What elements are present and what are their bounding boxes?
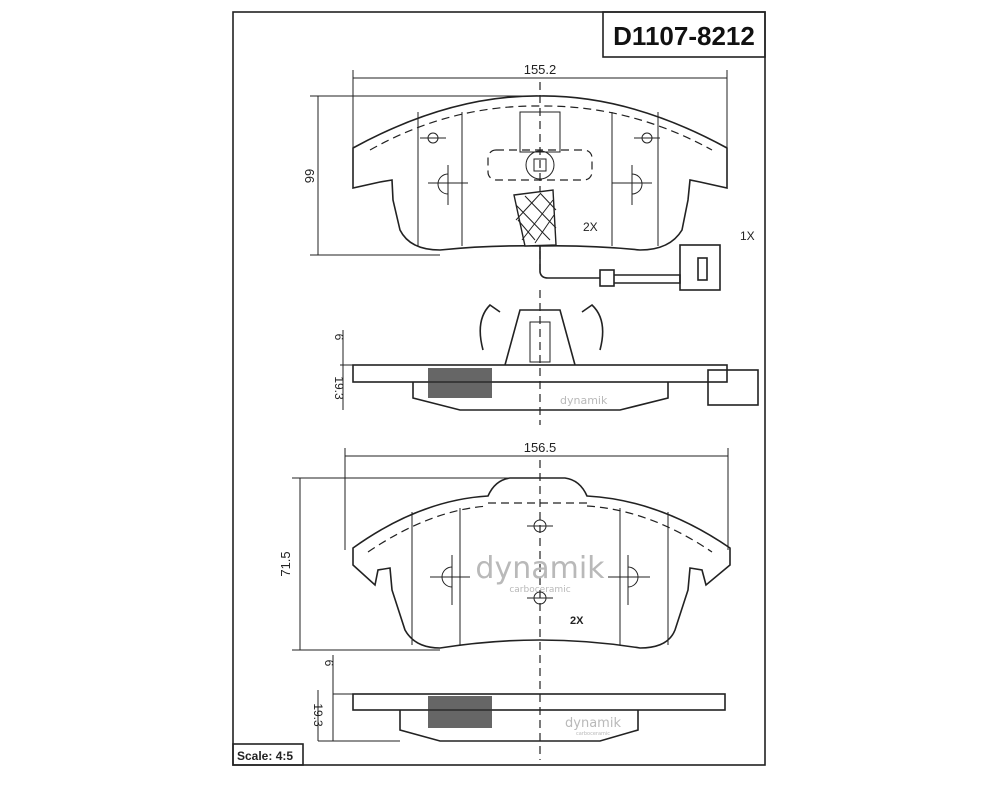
side-2-watermark: dynamik <box>565 716 621 731</box>
pad-2-quantity: 2X <box>570 615 584 627</box>
backing-plate-2 <box>352 693 726 711</box>
friction-hatch-area <box>513 189 557 247</box>
pad-1-quantity: 2X <box>583 220 598 234</box>
pad-1-height-label: 66 <box>302 169 317 183</box>
pad-2-top-view: 156.5 71.5 dynamik carboceramic 2X <box>278 440 731 760</box>
scale-label: Scale: 4:5 <box>237 749 293 763</box>
side-1-backing-label: 6 <box>332 334 346 341</box>
pad-2-watermark-sub: carboceramic <box>509 585 570 595</box>
pad-1-width-label: 155.2 <box>524 62 557 77</box>
scale-box <box>232 743 304 766</box>
pad-1-side-view: 6 19.3 dynamik <box>332 290 759 425</box>
spring-clip <box>479 303 604 351</box>
drawing-frame <box>232 11 766 766</box>
part-number: D1107-8212 <box>613 21 755 51</box>
title-box <box>602 11 766 58</box>
side-2-watermark-sub: carboceramic <box>576 731 610 737</box>
pad-1-top-view: 155.2 66 2X 1X <box>302 62 755 291</box>
pad-2-width-label: 156.5 <box>524 440 557 455</box>
pad-2-height-label: 71.5 <box>278 551 293 576</box>
clip-outline <box>487 149 593 181</box>
side-2-backing-label: 6 <box>322 660 336 667</box>
pad-2-watermark: dynamik <box>475 551 605 586</box>
sensor-quantity: 1X <box>740 229 755 243</box>
side-2-total-label: 19.3 <box>311 703 325 727</box>
side-1-total-label: 19.3 <box>332 376 346 400</box>
wear-sensor-wire <box>539 246 600 279</box>
pad-2-side-view: 6 19.3 dynamik carboceramic <box>311 655 726 742</box>
backing-plate <box>352 364 728 383</box>
side-1-watermark: dynamik <box>560 394 608 407</box>
sensor-connector <box>679 244 721 291</box>
